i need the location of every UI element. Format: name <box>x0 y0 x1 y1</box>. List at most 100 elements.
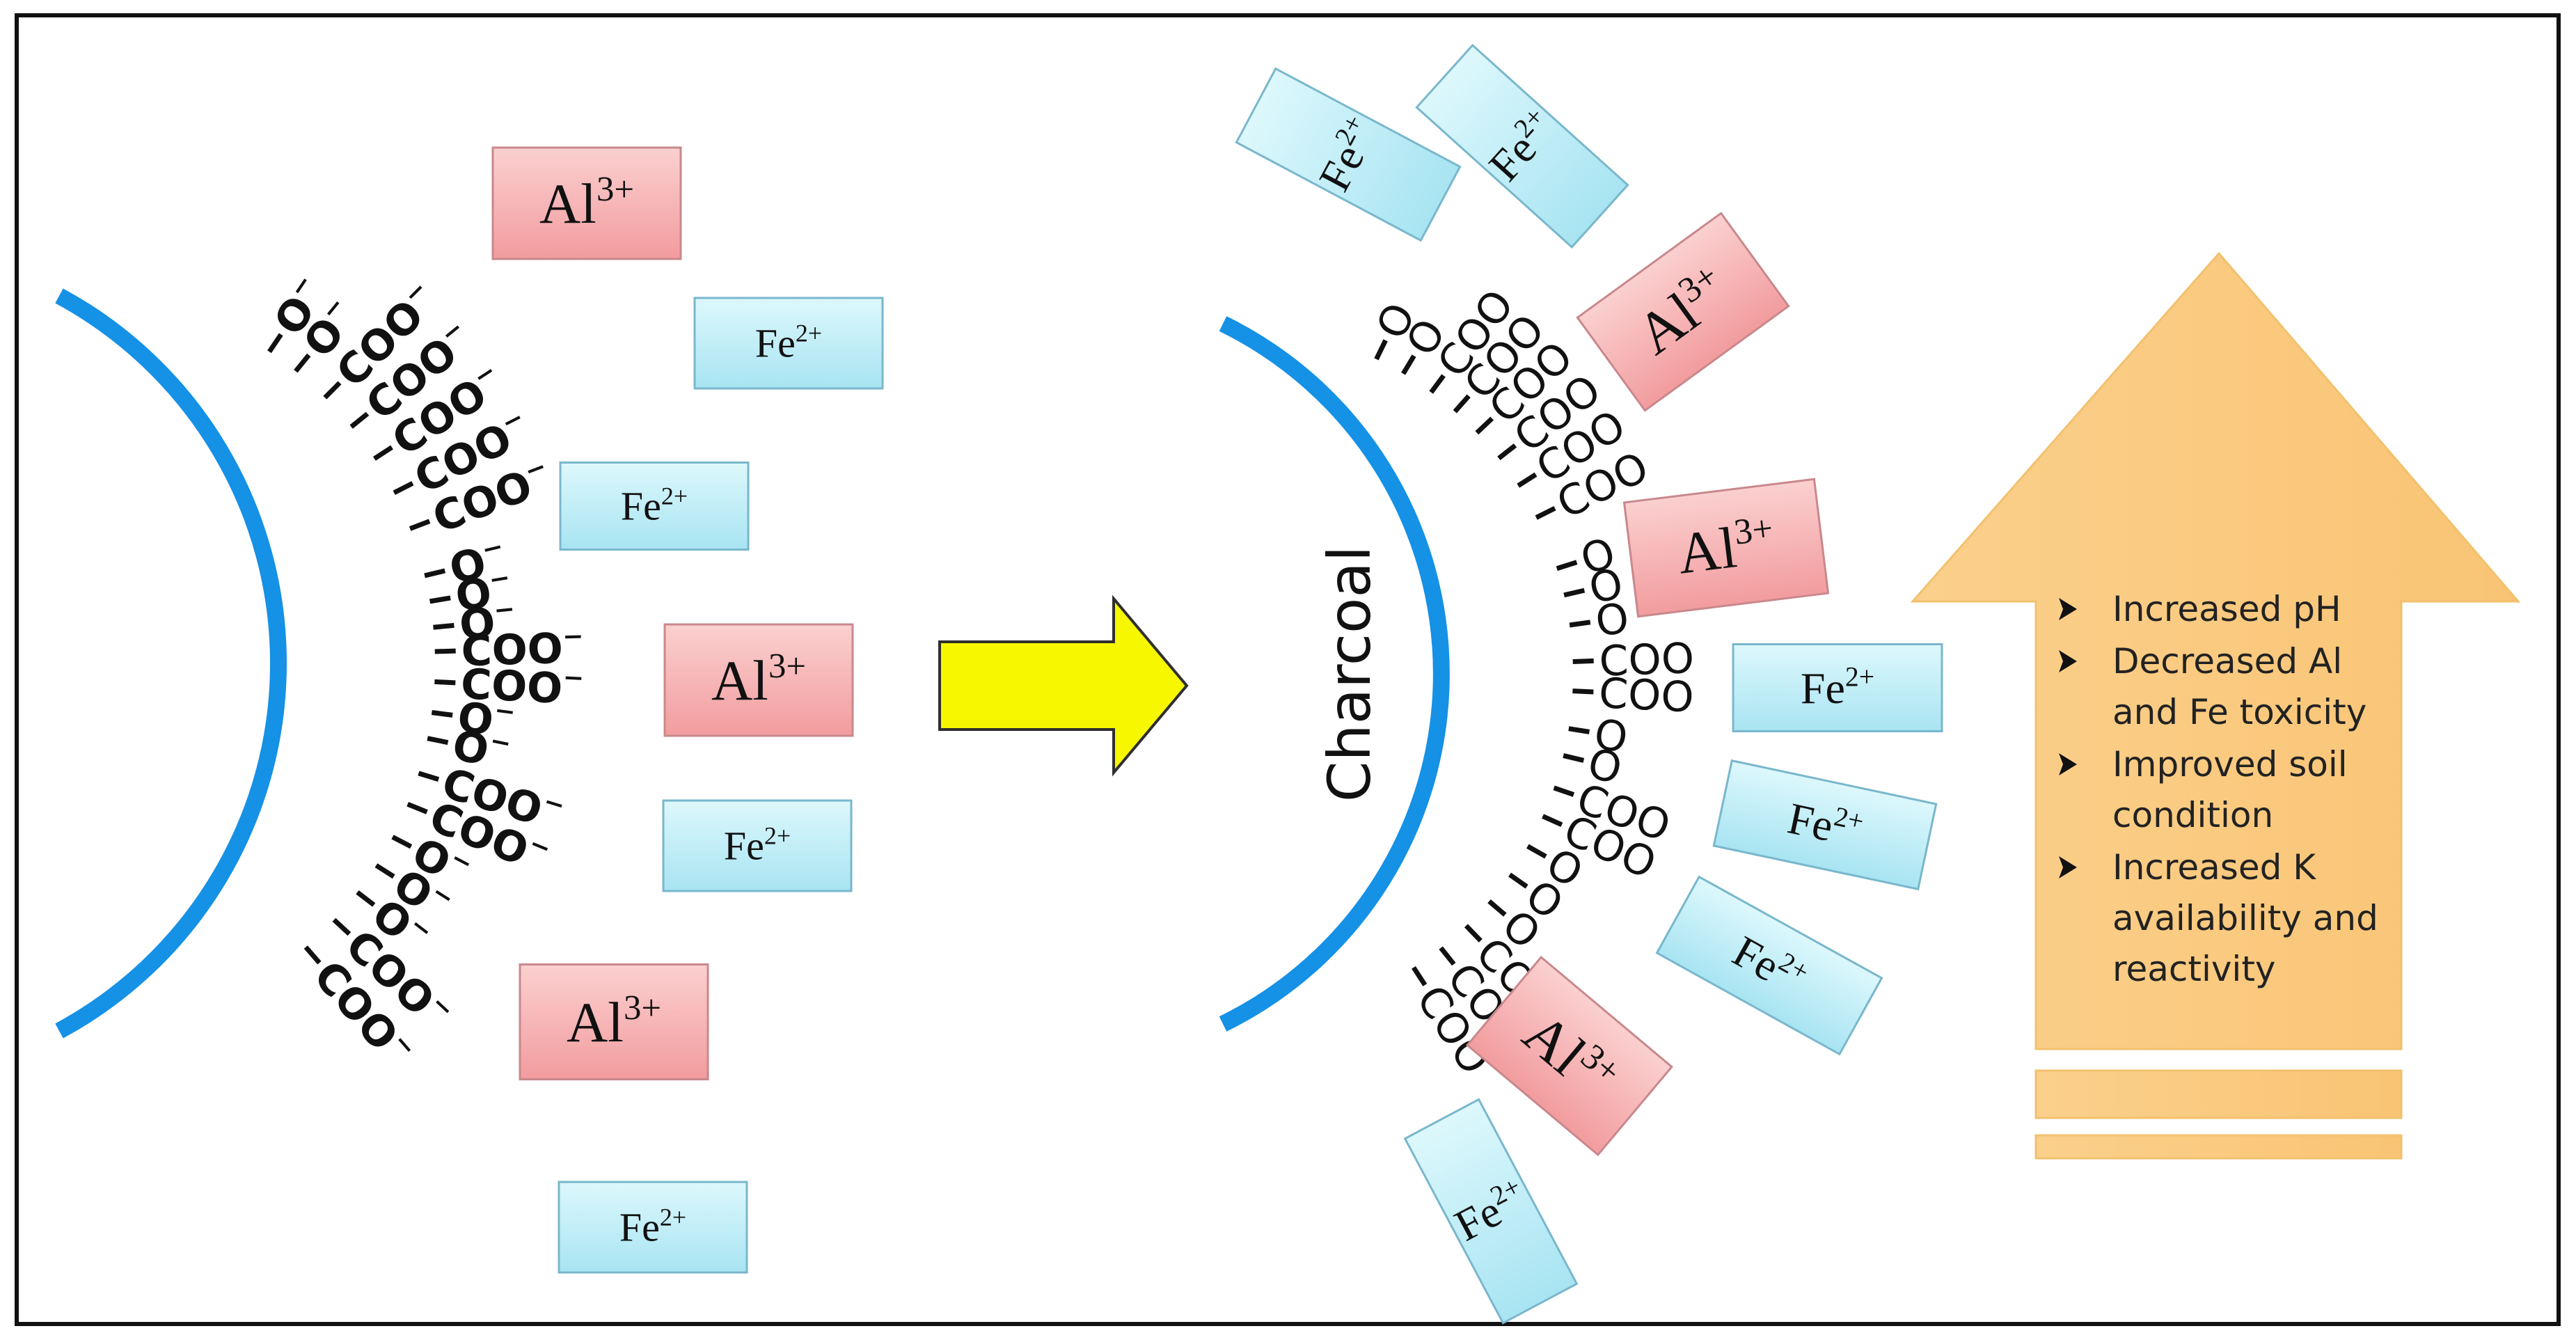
ion-al-charge: 3+ <box>596 170 634 209</box>
ion-al-label: Al3+ <box>539 170 634 235</box>
right-bond-tick <box>1526 844 1547 859</box>
ion-fe-label: Fe2+ <box>1784 791 1867 857</box>
left-group-charge: − <box>493 594 516 625</box>
left-bond-tick <box>374 863 395 879</box>
bullet-arrow-icon <box>2059 753 2077 775</box>
right-bond-tick <box>1556 560 1578 572</box>
right-bond-tick <box>1572 688 1594 695</box>
ion-fe-label: Fe2+ <box>621 482 688 529</box>
right-bond-tick <box>1542 814 1563 827</box>
left-bond-tick <box>332 917 351 936</box>
ion-al-charge: 3+ <box>624 988 661 1027</box>
right-bond-tick <box>1508 872 1528 889</box>
ion-fe-symbol: Fe <box>621 484 661 529</box>
ion-fe-1: Fe2+ <box>1415 43 1629 249</box>
left-bond-tick <box>431 710 453 718</box>
left-bond-tick <box>323 381 342 400</box>
ion-fe-label: Fe2+ <box>755 320 822 366</box>
left-group-coo-10: COO− <box>461 622 585 677</box>
ion-fe-6: Fe2+ <box>558 1181 748 1274</box>
right-bond-tick <box>1487 899 1507 917</box>
ion-al-box <box>1576 212 1790 412</box>
right-group-coo-11: COO <box>1599 634 1696 686</box>
ion-fe-6: Fe2+ <box>1655 875 1883 1056</box>
left-bond-tick <box>427 736 449 746</box>
left-bond-tick <box>303 945 322 965</box>
left-group-symbol: O <box>455 693 496 746</box>
ion-al-3: Al3+ <box>1622 478 1830 618</box>
right-bond-tick <box>1401 354 1416 375</box>
bullet-arrow-icon <box>2059 650 2077 672</box>
ion-fe-0: Fe2+ <box>1235 67 1462 242</box>
left-group-o-8: O− <box>452 563 516 622</box>
left-bond-tick <box>424 568 446 578</box>
left-group-o-7: O− <box>445 532 512 594</box>
right-bond-tick <box>1439 946 1456 966</box>
right-bond-tick <box>1517 472 1538 488</box>
left-bond-tick <box>418 771 440 782</box>
left-group-o-9: O− <box>457 594 519 650</box>
left-group-symbol: COO <box>461 624 564 677</box>
left-bond-tick <box>434 679 456 686</box>
ion-al-charge: 3+ <box>1732 509 1775 553</box>
left-ions: Al3+Fe2+Fe2+Al3+Fe2+Al3+Fe2+ <box>491 146 884 1274</box>
ion-fe-symbol: Fe <box>755 321 796 366</box>
ion-fe-box <box>1655 875 1883 1056</box>
benefit-item-1-line-0: Decreased Al <box>2112 641 2342 681</box>
right-group-symbol: O <box>1593 594 1632 647</box>
ion-fe-box <box>1732 643 1943 732</box>
right-charcoal-surface <box>1219 316 1450 1032</box>
ion-fe-box <box>1712 759 1938 891</box>
ion-al-charge: 3+ <box>768 647 806 686</box>
ion-fe-charge: 2+ <box>1845 661 1874 692</box>
ion-fe-8: Fe2+ <box>1403 1098 1579 1325</box>
left-group-charge: − <box>487 563 513 594</box>
right-group-o-13: O <box>1591 710 1631 764</box>
left-group-symbol: COO <box>460 660 564 714</box>
left-group-o-12: O− <box>455 691 517 748</box>
up-arrow-stripe-1 <box>2034 1069 2403 1119</box>
ion-al-box <box>491 146 682 260</box>
right-bond-tick <box>1429 374 1446 394</box>
ion-fe-box <box>558 1181 748 1274</box>
ion-al-symbol: Al <box>1674 515 1740 587</box>
ion-fe-5: Fe2+ <box>1712 759 1938 891</box>
ion-al-symbol: Al <box>539 172 596 235</box>
ion-al-symbol: Al <box>711 649 768 712</box>
ion-al-box <box>1622 478 1830 618</box>
right-bond-tick <box>1374 339 1388 361</box>
ion-al-5: Al3+ <box>519 963 709 1080</box>
right-group-o-10: O <box>1593 594 1632 647</box>
ion-fe-charge: 2+ <box>764 822 791 850</box>
process-arrow-icon <box>938 594 1189 777</box>
right-bond-tick <box>1535 506 1556 520</box>
ion-al-2: Al3+ <box>1576 212 1790 412</box>
left-charcoal-surface <box>55 288 287 1039</box>
ion-fe-label: Fe2+ <box>619 1204 686 1250</box>
charcoal-label: Charcoal <box>1315 546 1384 802</box>
left-bond-tick <box>267 333 283 354</box>
left-bond-tick <box>433 622 455 630</box>
left-group-charge: − <box>562 663 585 693</box>
right-bond-tick <box>1563 753 1585 763</box>
bullet-arrow-icon <box>2059 598 2077 620</box>
ion-fe-box <box>559 462 750 551</box>
benefit-item-0: Increased pH <box>2059 589 2341 629</box>
benefit-item-3-line-2: reactivity <box>2112 949 2276 989</box>
ion-fe-box <box>1415 43 1629 249</box>
ion-fe-charge: 2+ <box>661 482 688 510</box>
left-group-coo-11: COO− <box>460 659 585 715</box>
left-group-symbol: O <box>457 598 497 650</box>
left-bond-tick <box>349 411 370 429</box>
ion-al-box <box>1466 955 1673 1157</box>
ion-al-7: Al3+ <box>1466 955 1673 1157</box>
right-bond-tick <box>1453 394 1471 413</box>
ion-fe-box <box>1235 67 1462 242</box>
up-arrow-icon <box>1910 251 2521 1160</box>
right-bond-tick <box>1568 726 1590 734</box>
